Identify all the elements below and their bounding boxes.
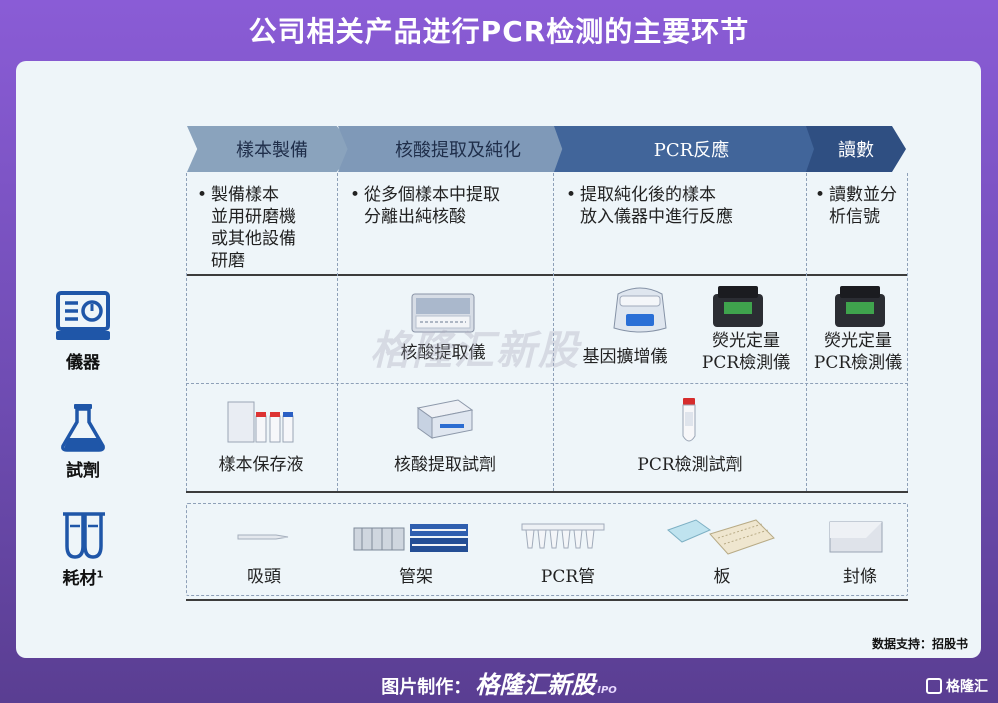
stage-desc-sample-prep: •製備樣本 並用研磨機 或其他設備 研磨 [197, 185, 296, 271]
stage-arrow-extraction: 核酸提取及純化 [338, 126, 578, 172]
pcr-kit-image [682, 398, 696, 442]
label-qpcr-b: 熒光定量 PCR檢測儀 [813, 331, 903, 373]
page-title: 公司相关产品进行PCR检测的主要环节 [248, 15, 750, 48]
row-label-reagent: 試劑 [50, 402, 116, 481]
label-plate: 板 [713, 567, 731, 587]
seal-film-image [829, 521, 883, 553]
grid-v-right [907, 173, 908, 491]
gene-amplifier-image [613, 287, 667, 333]
qpcr-instrument-image-a [713, 286, 763, 327]
divider-middle [186, 383, 908, 384]
extraction-kit-image [416, 399, 474, 439]
stage-desc-readout: •讀數並分 析信號 [815, 185, 897, 227]
grid-v-3 [806, 173, 807, 491]
grid-v-2 [553, 173, 554, 491]
consumables-box [186, 503, 908, 596]
stage-arrow-pcr: PCR反應 [554, 126, 829, 172]
divider-final [186, 599, 908, 601]
instrument-icon [56, 291, 110, 340]
stage-arrow-readout: 讀數 [806, 126, 906, 172]
stage-desc-extraction: •從多個樣本中提取 分離出純核酸 [350, 185, 500, 227]
qpcr-instrument-image-b [835, 286, 885, 327]
corner-logo: 格隆汇 [926, 676, 988, 696]
pcr-tube-image [521, 523, 605, 549]
label-pcr-kit: PCR檢測試劑 [637, 455, 743, 475]
brand-logo-icon [926, 678, 942, 694]
nucleic-acid-extractor-image [411, 293, 475, 333]
row-label-consumable: 耗材1 [50, 512, 116, 589]
sample-preservation-image [227, 401, 294, 443]
flask-icon [61, 404, 105, 452]
label-pcr-tube: PCR管 [540, 567, 596, 587]
label-qpcr-a: 熒光定量 PCR檢測儀 [701, 331, 791, 373]
test-tubes-icon [63, 512, 105, 559]
plate-image [667, 519, 775, 555]
label-seal: 封條 [843, 567, 877, 587]
pipette-tip-image [237, 534, 289, 540]
stage-desc-pcr: •提取純化後的樣本 放入儀器中進行反應 [566, 185, 733, 227]
label-extractor: 核酸提取儀 [400, 343, 486, 363]
grid-v-left [186, 173, 187, 491]
data-source: 数据支持：招股书 [871, 637, 968, 651]
divider-top [186, 274, 908, 276]
divider-bottom [186, 491, 908, 493]
label-rack: 管架 [399, 567, 433, 587]
label-tip: 吸頭 [247, 567, 281, 587]
label-preservation: 樣本保存液 [218, 455, 304, 475]
label-extraction-kit: 核酸提取試劑 [394, 455, 496, 475]
watermark: 格隆汇新股 [370, 328, 580, 374]
row-label-instrument: 儀器 [50, 290, 116, 373]
grid-v-1 [337, 173, 338, 491]
label-amplifier: 基因擴增儀 [582, 347, 668, 367]
stage-arrow-sample-prep: 樣本製備 [187, 126, 357, 172]
tube-rack-image [353, 524, 468, 552]
